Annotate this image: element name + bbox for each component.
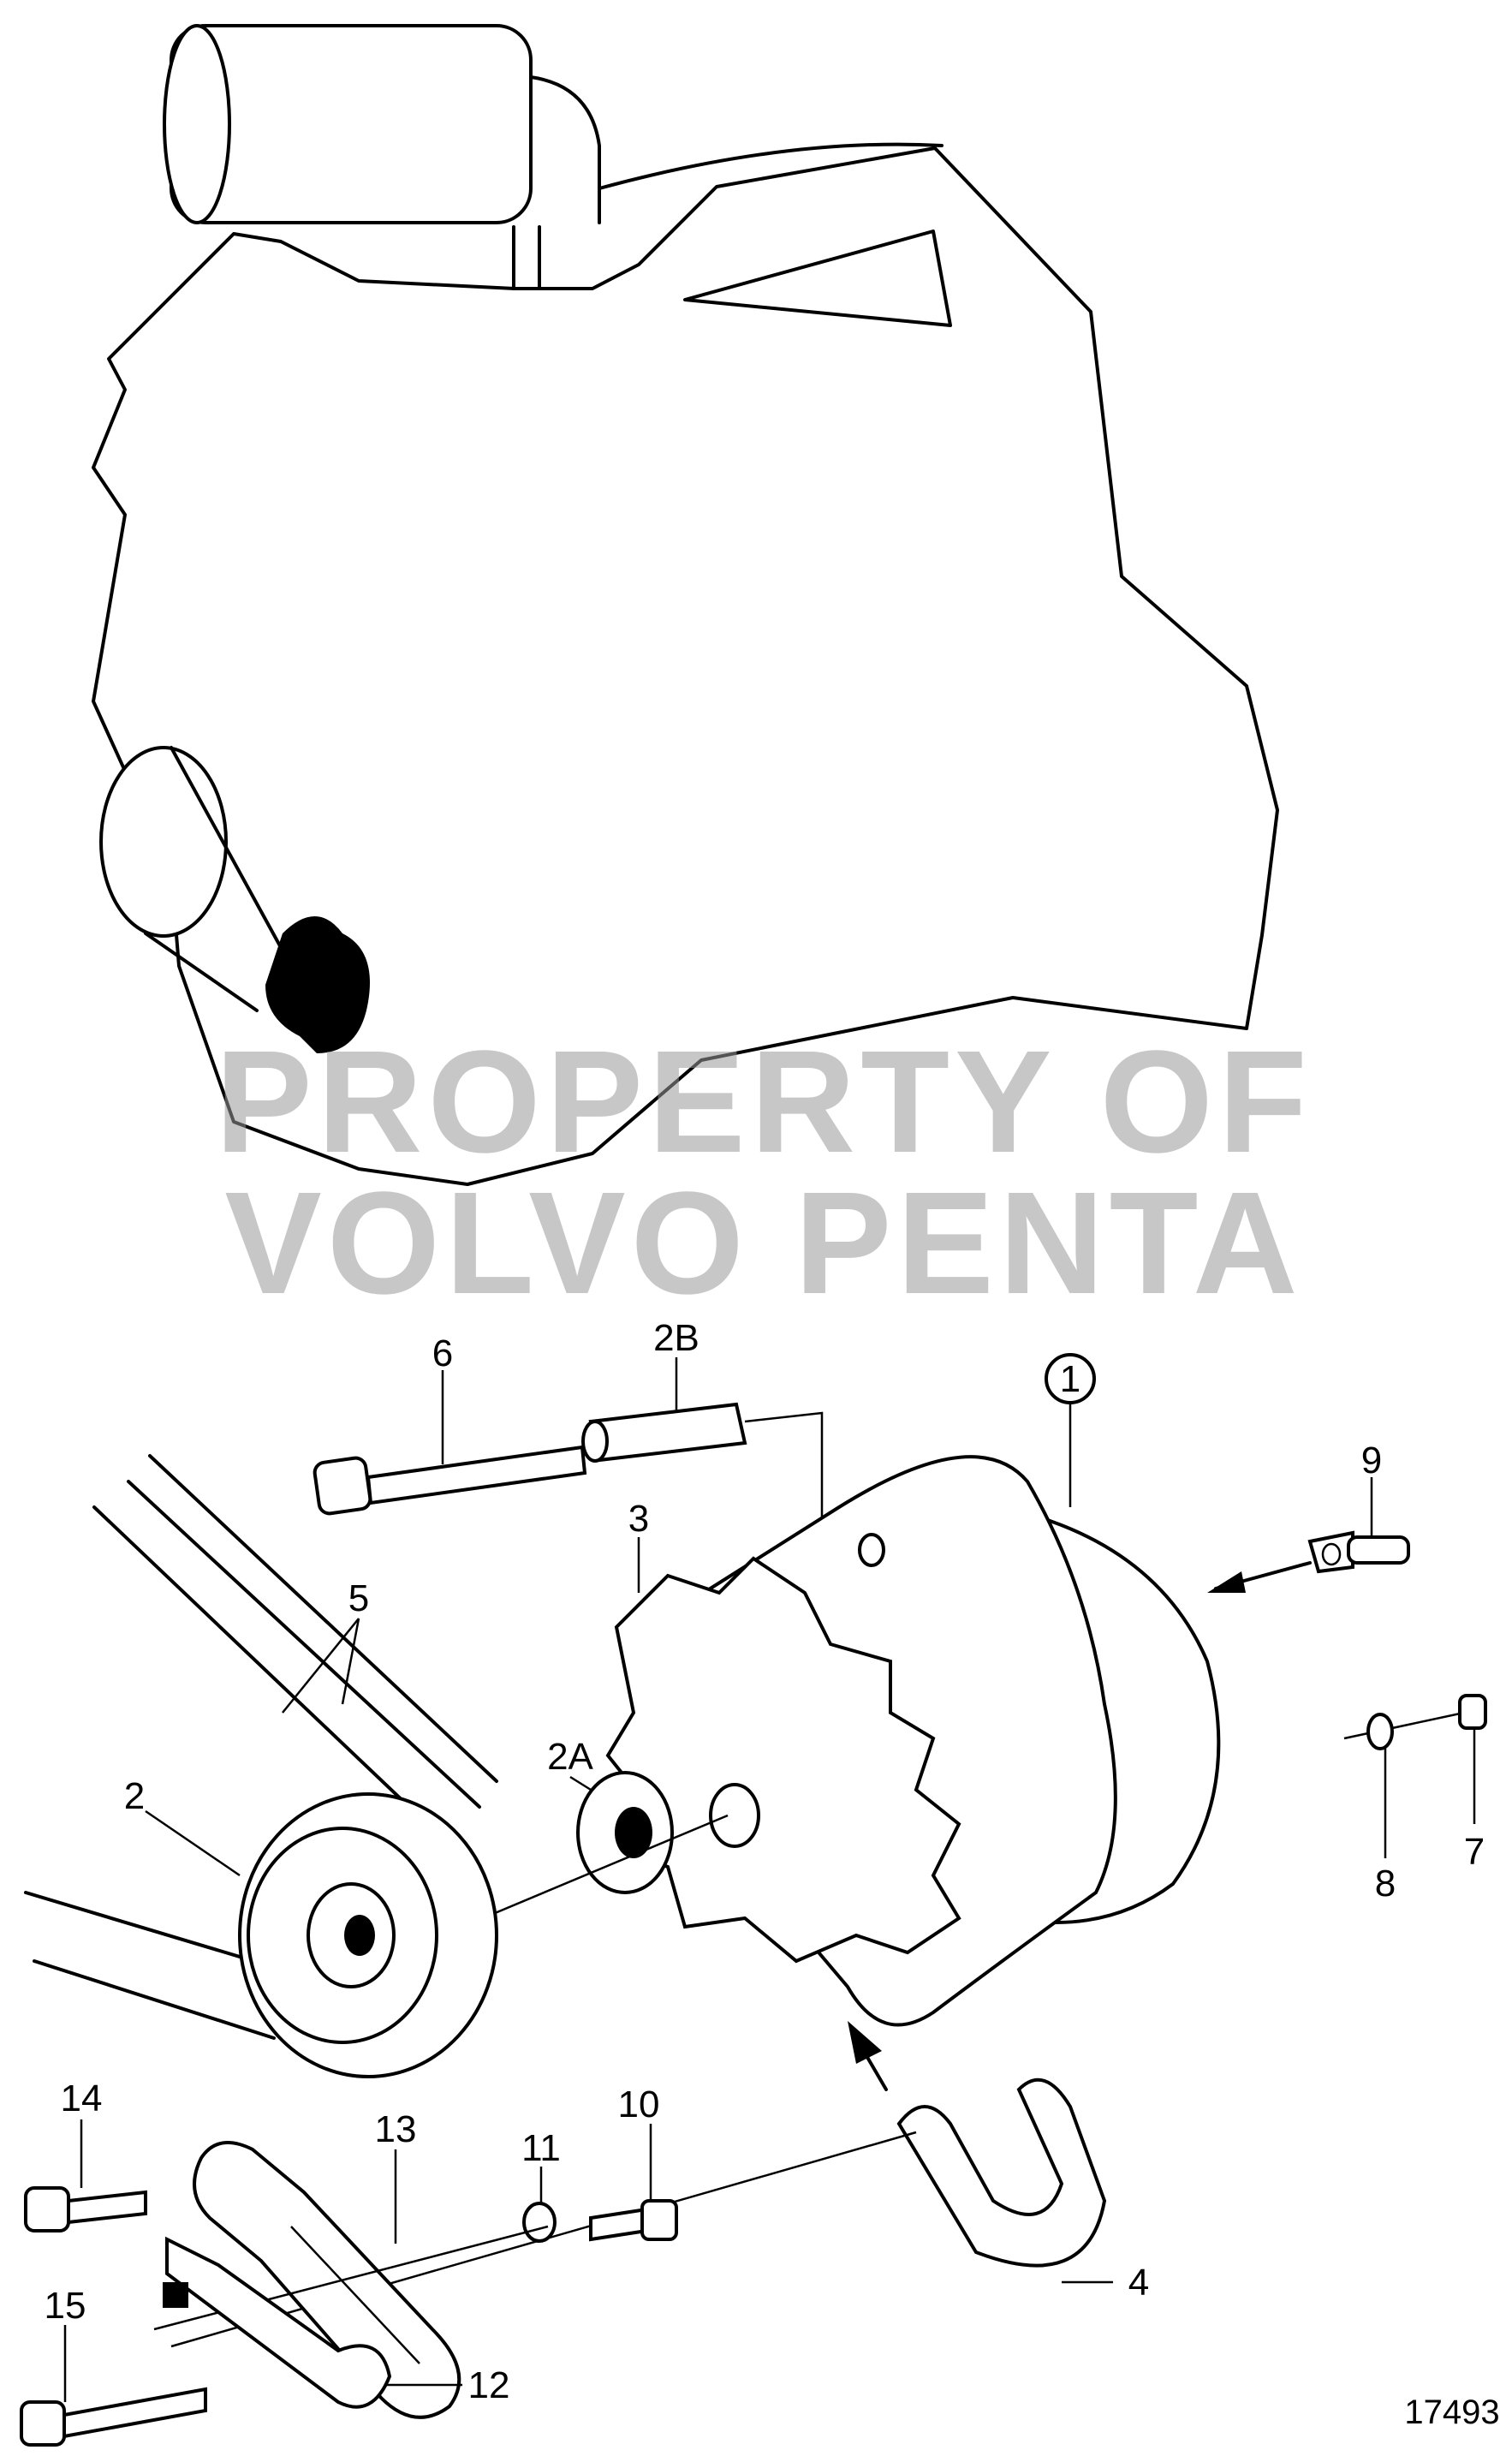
- callout-13: 13: [375, 2108, 417, 2150]
- washer-8: [1366, 1713, 1394, 1750]
- callout-4: 4: [1128, 2262, 1149, 2304]
- watermark-line2: VOLVO PENTA: [224, 1162, 1302, 1325]
- callout-2B: 2B: [653, 1317, 699, 1359]
- terminal-9: [1307, 1530, 1410, 1574]
- spacer-2B: [581, 1402, 747, 1463]
- washer-11: [522, 2202, 557, 2243]
- washer-2A: [576, 1771, 674, 1894]
- callout-11: 11: [521, 2127, 561, 2169]
- callout-12: 12: [468, 2364, 510, 2406]
- callout-1: 1: [1060, 1358, 1080, 1400]
- bracket-4: [896, 2077, 1107, 2268]
- callout-9: 9: [1361, 1440, 1382, 1481]
- callout-2: 2: [124, 1775, 145, 1817]
- adjusting-bracket-13: [193, 2141, 461, 2419]
- callout-circle-1: [1045, 1353, 1096, 1404]
- callout-leaders: [63, 1357, 1476, 2402]
- callout-10: 10: [618, 2083, 660, 2125]
- callout-14: 14: [61, 2077, 103, 2119]
- bracket-12: [165, 2236, 392, 2409]
- figure-number: 17493: [1404, 2393, 1499, 2431]
- bolt-14: [24, 2186, 147, 2232]
- callout-2A: 2A: [547, 1736, 593, 1778]
- v-belts-5: [24, 1454, 498, 2040]
- bolt-15: [20, 2387, 207, 2447]
- callout-8: 8: [1375, 1863, 1396, 1905]
- nut-7: [1458, 1694, 1487, 1730]
- callout-5: 5: [348, 1577, 369, 1619]
- engine-outline: [92, 24, 1279, 1186]
- bolt-10: [589, 2199, 678, 2242]
- bolt-6: [313, 1445, 587, 1516]
- pulley-2: [238, 1792, 498, 2078]
- alternator: [605, 1455, 1221, 2027]
- callout-3: 3: [628, 1498, 649, 1540]
- callout-6: 6: [432, 1332, 453, 1374]
- watermark-line1: PROPERTY OF: [215, 1021, 1312, 1183]
- callout-7: 7: [1464, 1831, 1485, 1873]
- callout-15: 15: [45, 2285, 86, 2327]
